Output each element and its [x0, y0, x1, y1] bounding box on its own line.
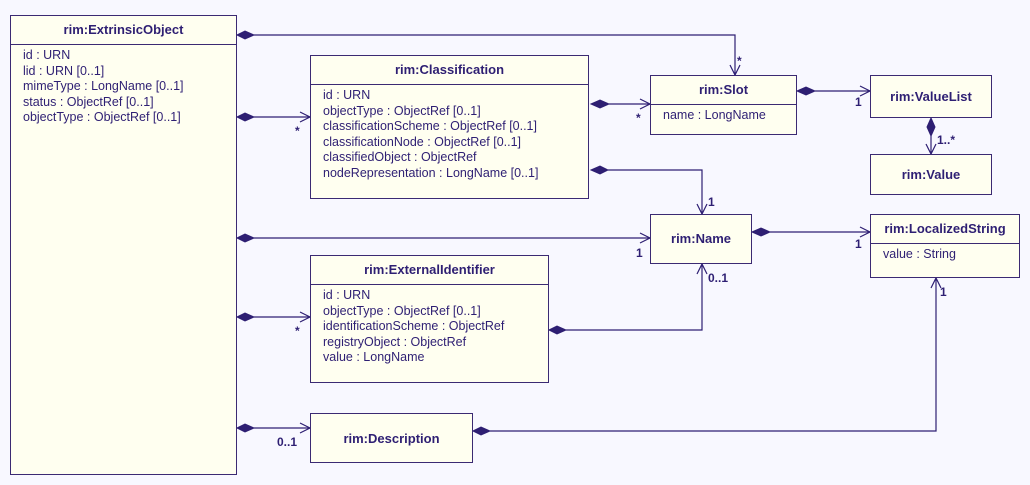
attribute: name : LongName: [663, 108, 766, 122]
attribute: value : LongName: [323, 350, 425, 364]
class-title: rim:Name: [671, 231, 731, 246]
attribute-list: id : URN lid : URN [0..1] mimeType : Lon…: [11, 45, 236, 126]
attribute-list: name : LongName: [651, 105, 796, 124]
multiplicity-classification-name: 1: [708, 195, 715, 209]
attribute: classifiedObject : ObjectRef: [323, 150, 477, 164]
link-classification-name: [608, 169, 703, 214]
class-value: rim:Value: [870, 154, 992, 195]
multiplicity-slot-valuelist: 1: [855, 95, 862, 109]
class-title: rim:Description: [343, 431, 440, 446]
class-slot: rim:Slot name : LongName: [650, 75, 797, 135]
attribute: id : URN: [23, 48, 71, 62]
attribute: id : URN: [323, 288, 371, 302]
diamond-classification-slot: [589, 99, 611, 109]
attribute: objectType : ObjectRef [0..1]: [23, 110, 181, 124]
class-title: rim:ExtrinsicObject: [11, 16, 236, 45]
arrow-localized-bottom: [930, 276, 942, 289]
class-localized-string: rim:LocalizedString value : String: [870, 214, 1020, 278]
attribute: objectType : ObjectRef [0..1]: [323, 303, 481, 318]
diamond-eo-name: [235, 233, 256, 243]
multiplicity-extid-name: 0..1: [708, 271, 729, 285]
diamond-eo-classification: [235, 112, 256, 122]
attribute-list: value : String: [871, 244, 1019, 263]
attribute: registryObject : ObjectRef: [323, 334, 467, 349]
class-title: rim:Value: [901, 167, 961, 182]
multiplicity-eo-classification: *: [295, 124, 300, 138]
class-title: rim:ValueList: [890, 89, 972, 104]
attribute-list: id : URN objectType : ObjectRef [0..1] c…: [311, 85, 588, 181]
diamond-name-localized: [750, 227, 772, 237]
arrow-name-bottom: [696, 262, 708, 275]
link-description-localized: [490, 278, 937, 432]
attribute: nodeRepresentation : LongName [0..1]: [323, 165, 539, 180]
diamond-eo-slot: [235, 30, 256, 40]
attribute: objectType : ObjectRef [0..1]: [323, 103, 481, 118]
diamond-eo-description: [235, 423, 256, 433]
link-eo-slot: [254, 34, 736, 75]
multiplicity-valuelist-value: 1..*: [937, 133, 956, 147]
class-classification: rim:Classification id : URN objectType :…: [310, 55, 589, 199]
attribute: status : ObjectRef [0..1]: [23, 94, 154, 109]
class-title: rim:Slot: [651, 76, 796, 105]
diamond-description-localized: [471, 426, 492, 436]
attribute: id : URN: [323, 88, 371, 102]
diamond-valuelist-value: [926, 116, 936, 138]
class-valuelist: rim:ValueList: [870, 75, 992, 118]
link-extid-name: [566, 264, 703, 331]
multiplicity-eo-slot: *: [737, 54, 742, 68]
attribute: lid : URN [0..1]: [23, 63, 105, 78]
attribute-list: id : URN objectType : ObjectRef [0..1] i…: [311, 285, 548, 366]
diamond-extid-name: [547, 325, 568, 335]
multiplicity-classification-slot: *: [636, 111, 641, 125]
class-title: rim:LocalizedString: [871, 215, 1019, 244]
class-external-identifier: rim:ExternalIdentifier id : URN objectTy…: [310, 255, 549, 383]
attribute: value : String: [883, 247, 956, 261]
multiplicity-eo-description: 0..1: [277, 435, 298, 449]
diamond-slot-valuelist: [795, 86, 817, 96]
multiplicity-eo-name: 1: [636, 246, 643, 260]
attribute: classificationNode : ObjectRef [0..1]: [323, 134, 522, 149]
attribute: mimeType : LongName [0..1]: [23, 79, 184, 93]
diamond-classification-name: [589, 165, 610, 175]
attribute: identificationScheme : ObjectRef: [323, 319, 505, 333]
diamond-eo-extid: [235, 312, 256, 322]
multiplicity-eo-extid: *: [295, 324, 300, 338]
class-title: rim:Classification: [311, 56, 588, 85]
attribute: classificationScheme : ObjectRef [0..1]: [323, 119, 537, 133]
class-name: rim:Name: [650, 214, 752, 264]
class-description: rim:Description: [310, 413, 473, 463]
multiplicity-name-localized: 1: [855, 237, 862, 251]
class-title: rim:ExternalIdentifier: [311, 256, 548, 285]
class-extrinsic-object: rim:ExtrinsicObject id : URN lid : URN […: [10, 15, 237, 475]
multiplicity-description-localized: 1: [940, 285, 947, 299]
